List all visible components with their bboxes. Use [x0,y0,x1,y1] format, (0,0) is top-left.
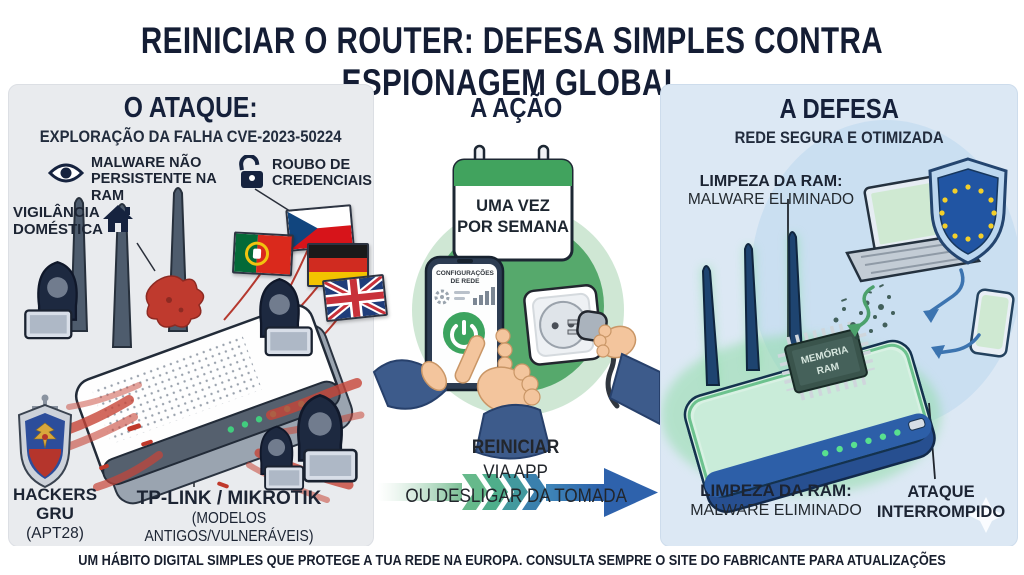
hackers-gru-sub: (APT28) [26,525,84,542]
caption-bold: REINICIAR [472,437,560,458]
defense-panel: MEMÓRIA RAM [660,84,1018,547]
caption-rest: VIA APP [483,461,549,483]
house-icon [103,205,133,232]
attack-panel: O ATAQUE: EXPLORAÇÃO DA FALHA CVE-2023-5… [8,84,389,547]
holding-hand [372,328,513,410]
ram-clean-top-bold: LIMPEZA DA RAM: [699,173,843,190]
defense-subtitle: REDE SEGURA E OTIMIZADA [734,129,944,147]
routers-label: TP-LINK / MIKROTIK [136,488,322,509]
ram-clean-bottom-label: LIMPEZA DA RAM: MALWARE ELIMINADO [676,481,876,521]
progress-arrow-icon [378,468,658,517]
attack-title: O ATAQUE: [124,92,258,124]
calendar-label: UMA VEZ POR SEMANA [457,197,569,236]
open-lock-icon [239,155,263,188]
plug-icon [567,310,620,409]
action-illustration [372,144,660,517]
action-caption: REINICIAR VIA APP OU DESLIGAR DA TOMADA [372,436,660,510]
action-panel: A AÇÃO UMA VEZ POR SEMANA CONFIGURAÇÕES … [372,84,660,545]
ram-clean-bottom-rest: MALWARE ELIMINADO [690,502,862,520]
gear-icon [434,289,450,305]
routers-sub: (MODELOS ANTIGOS/VULNERÁVEIS) [144,510,314,545]
page-title: REINICIAR O ROUTER: DEFESA SIMPLES CONTR… [0,20,1024,104]
attack-subtitle: EXPLORAÇÃO DA FALHA CVE-2023-50224 [40,128,342,146]
signal-bars-icon [473,287,495,305]
calendar-icon [452,144,574,262]
footer-text: UM HÁBITO DIGITAL SIMPLES QUE PROTEGE A … [78,552,946,569]
ram-chip-icon: MEMÓRIA RAM [777,320,875,401]
router-antennas [701,231,804,386]
page-title-text: REINICIAR O ROUTER: DEFESA SIMPLES CONTR… [140,20,884,103]
eu-stars [939,184,997,242]
smartphone-icon [969,288,1015,358]
credentials-label: ROUBO DE CREDENCIAIS [272,157,372,190]
malware-dot [178,307,184,313]
attack-stopped-label: ATAQUE INTERROMPIDO [876,483,1006,521]
footer-note: UM HÁBITO DIGITAL SIMPLES QUE PROTEGE A … [0,546,1024,575]
hacker-icon [24,261,78,340]
flag-portugal [231,231,295,277]
pulling-hand [593,324,660,426]
ram-clean-bottom-bold: LIMPEZA DA RAM: [700,481,852,500]
action-title: A AÇÃO [469,92,563,123]
defense-illustration: MEMÓRIA RAM [661,120,1017,533]
chip-label-2: RAM [816,361,841,377]
surveillance-label: VIGILÂNCIA DOMÉSTICA [13,204,103,238]
caption-line2: OU DESLIGAR DA TOMADA [405,486,627,508]
network-arrows [847,268,981,359]
connector-line [254,188,294,214]
tapping-hand [454,335,552,460]
malware-blob-icon [145,275,205,328]
sparkle-icon [968,497,1004,533]
malware-label: MALWARE NÃO PERSISTENTE NA RAM [91,155,217,204]
hackers-gru-label: HACKERS GRU [12,485,98,524]
phone-app-label: CONFIGURAÇÕES DE REDE [436,270,494,286]
socket-icon [523,284,604,366]
eu-shield-icon [928,157,1008,265]
ram-clean-top-label: LIMPEZA DA RAM: MALWARE ELIMINADO [671,173,871,209]
eye-icon [47,163,85,183]
malware-dot [166,297,172,303]
ram-clean-top-rest: MALWARE ELIMINADO [687,191,855,209]
gru-emblem-icon [17,394,73,489]
attack-illustration [17,187,365,505]
connector-line [136,242,156,272]
defense-title: A DEFESA [779,93,899,124]
